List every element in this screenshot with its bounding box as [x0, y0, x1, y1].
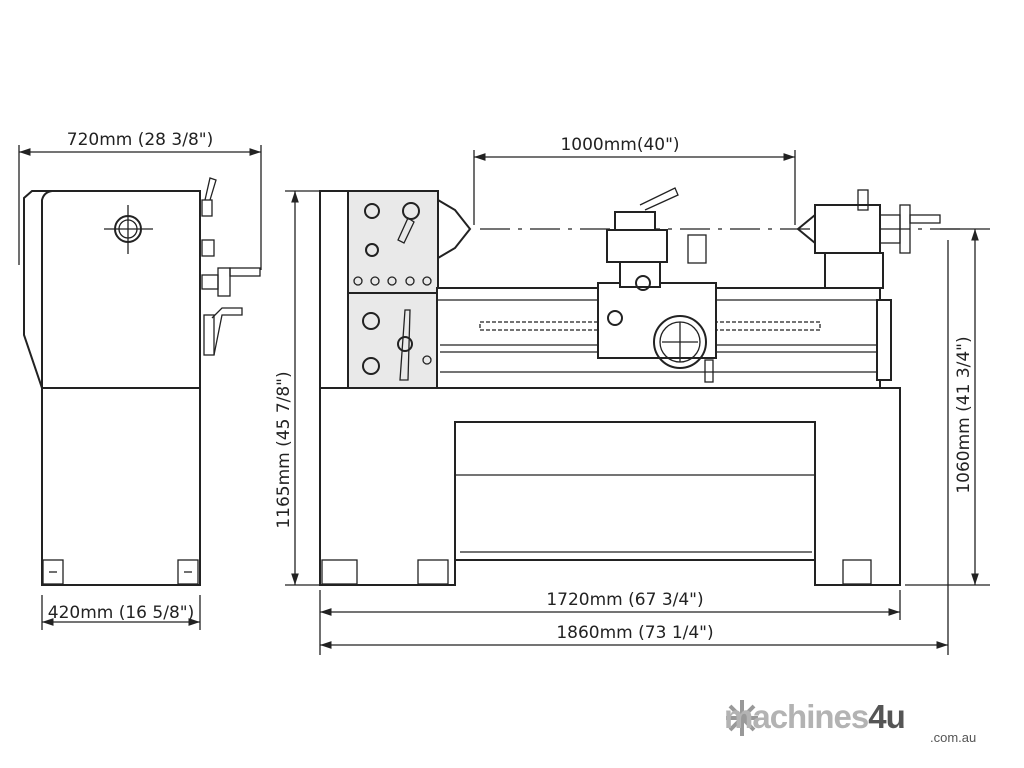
- spindle-icon: [104, 205, 153, 254]
- height-center-label: 1060mm (41 3/4"): [954, 336, 974, 493]
- between-centers-label: 1000mm(40"): [560, 135, 679, 155]
- front-view: 1165mm (45 7/8") 1000mm(40"): [274, 135, 990, 655]
- side-cabinet: [41, 387, 201, 586]
- logo-snowflake-icon: [726, 700, 758, 736]
- carriage: [597, 282, 717, 359]
- headstock-upper: [347, 190, 439, 294]
- machines4u-logo: machines4u: [724, 698, 906, 735]
- side-view: 720mm (28 3/8") 420mm (16 5/8"): [18, 130, 262, 630]
- logo-domain: .com.au: [930, 730, 977, 745]
- overall-length-label: 1860mm (73 1/4"): [556, 623, 713, 643]
- side-width-label: 720mm (28 3/8"): [67, 130, 213, 150]
- headstock-lower: [347, 292, 439, 389]
- side-base-label: 420mm (16 5/8"): [48, 603, 194, 623]
- base-length-label: 1720mm (67 3/4"): [546, 590, 703, 610]
- height-total-label: 1165mm (45 7/8"): [274, 371, 294, 528]
- cabinet-panel: [454, 421, 816, 561]
- handwheel: [653, 315, 707, 369]
